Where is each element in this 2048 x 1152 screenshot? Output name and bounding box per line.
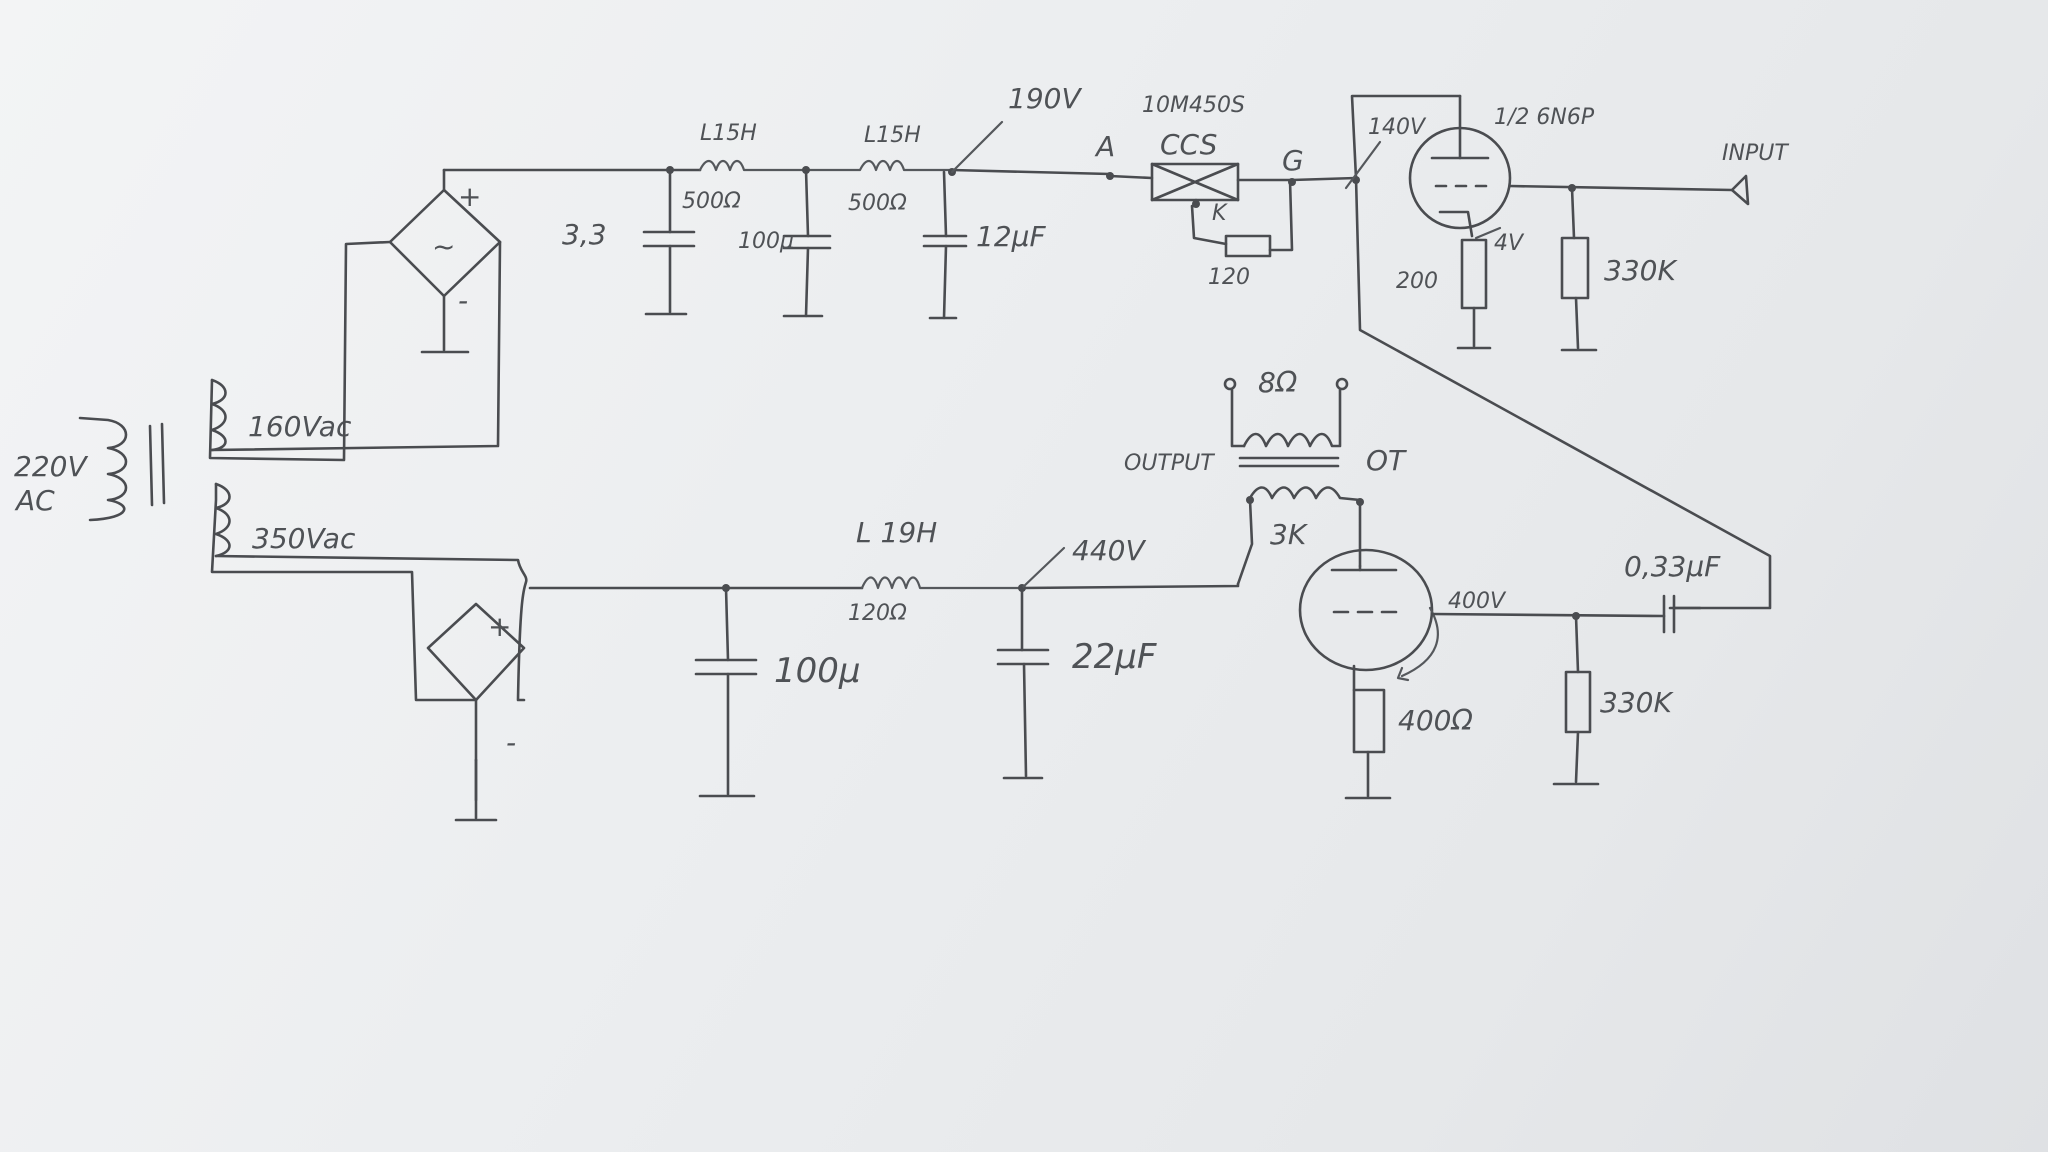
choke1-r-label: 500Ω <box>682 189 741 214</box>
ccs-part-label: 10M450S <box>1142 93 1245 118</box>
choke-2 <box>804 159 954 172</box>
capacitor-22u <box>996 586 1050 780</box>
tube-2 <box>1298 548 1666 692</box>
cap5-label: 22μF <box>1072 637 1157 677</box>
cathode2-r-label: 400Ω <box>1398 704 1473 737</box>
ccs-g-label: G <box>1282 144 1304 177</box>
choke2-r-label: 500Ω <box>848 191 907 216</box>
choke3-label: L 19H <box>856 516 937 549</box>
coupling-cap-label: 0,33μF <box>1624 550 1721 583</box>
secondary-high-winding <box>214 482 231 558</box>
grid-resistor-2 <box>1552 614 1600 786</box>
cap2-label: 100μ <box>738 229 794 254</box>
ccs-a-label: A <box>1094 130 1115 163</box>
ot-primary-label: 3K <box>1270 518 1309 551</box>
ot-label: OT <box>1366 444 1407 477</box>
secondary-low-winding <box>210 378 227 452</box>
secondary-high-label: 350Vac <box>252 522 356 555</box>
cap4-label: 100μ <box>774 651 861 691</box>
choke2-label: L15H <box>864 123 921 148</box>
node-190-label: 190V <box>1008 82 1082 115</box>
input-terminal[interactable] <box>1730 174 1750 206</box>
output-label: OUTPUT <box>1124 451 1215 476</box>
grid1-r-label: 330K <box>1604 254 1678 287</box>
cathode1-v-label: 4V <box>1494 231 1525 256</box>
capacitor-100u-lower <box>694 586 758 798</box>
cathode-resistor-2 <box>1344 688 1392 800</box>
rect-minus-label: - <box>458 284 468 317</box>
cathode1-r-label: 200 <box>1396 269 1438 294</box>
coupling-capacitor <box>1662 594 1702 634</box>
ccs-block <box>1106 162 1358 258</box>
node-440-label: 440V <box>1072 534 1146 567</box>
rect2-plus-label: + <box>488 610 511 643</box>
secondary-low-label: 160Vac <box>248 410 352 443</box>
grid2-r-label: 330K <box>1600 686 1674 719</box>
choke-1 <box>698 159 808 172</box>
tube-1 <box>1408 94 1750 238</box>
speaker-terminal[interactable] <box>1223 377 1237 391</box>
tube-2-envelope <box>1298 548 1434 672</box>
primary-winding <box>78 416 128 522</box>
cap1-label: 3,3 <box>562 218 607 251</box>
ot-primary <box>1248 486 1362 502</box>
capacitor-12u <box>922 170 968 320</box>
rectifier-bridge-low <box>208 168 502 462</box>
node-arrow <box>950 120 1004 174</box>
mains-voltage-label: 220V <box>14 450 88 483</box>
cathode-resistor-1 <box>1456 226 1502 350</box>
rect2-minus-label: - <box>506 726 516 759</box>
lower-rail <box>1020 582 1240 590</box>
rect-ac-label: ~ <box>432 230 455 263</box>
tube1-label: 1/2 6N6P <box>1494 105 1595 130</box>
wire-to-coupling <box>1354 176 1772 610</box>
input-label: INPUT <box>1722 141 1789 166</box>
capacitor-3-3 <box>642 168 696 316</box>
capacitor-100u-upper <box>782 168 832 318</box>
speaker-impedance-label: 8Ω <box>1258 366 1298 399</box>
core-line <box>148 424 154 507</box>
grid-resistor-1 <box>1560 186 1598 352</box>
rect-plus-label: + <box>458 180 481 213</box>
wire <box>1350 94 1462 180</box>
node-140-label: 140V <box>1368 115 1427 140</box>
node-400-label: 400V <box>1448 589 1507 614</box>
ccs-k-label: K <box>1212 201 1228 226</box>
speaker-terminal[interactable] <box>1335 377 1349 391</box>
mains-ac-label: AC <box>14 484 55 517</box>
wire <box>210 240 502 452</box>
cap3-label: 12μF <box>976 220 1046 253</box>
ccs-resistor <box>1224 234 1272 258</box>
wire <box>208 240 392 462</box>
power-transformer <box>78 378 231 558</box>
ccs-r-label: 120 <box>1208 265 1250 290</box>
choke-3 <box>860 576 1024 590</box>
core-line <box>160 422 166 505</box>
output-transformer <box>1223 377 1364 586</box>
ccs-name-label: CCS <box>1160 128 1217 161</box>
upper-rail <box>950 168 1112 176</box>
choke1-label: L15H <box>700 121 757 146</box>
rectifier-bridge-high <box>210 482 528 822</box>
ot-secondary <box>1242 388 1342 448</box>
choke3-r-label: 120Ω <box>848 601 907 626</box>
